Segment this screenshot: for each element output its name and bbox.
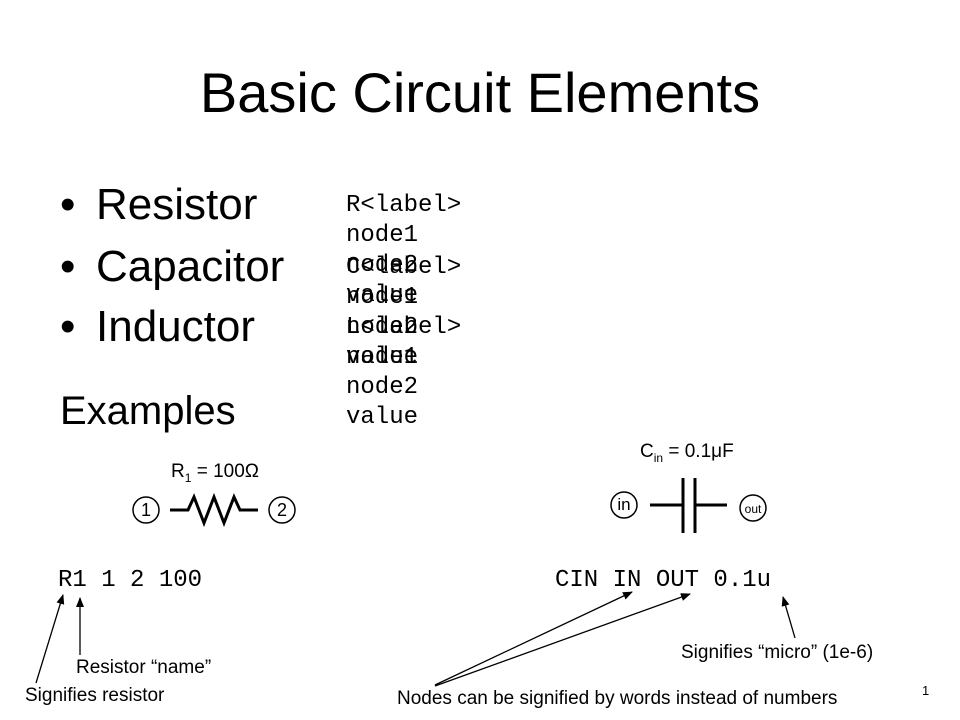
spice-line-capacitor: CIN IN OUT 0.1u — [555, 567, 772, 594]
capacitor-label-value: = 0.1μF — [663, 441, 734, 462]
resistor-node2-circle — [268, 496, 296, 524]
annotation-resistor-name: Resistor “name” — [76, 657, 212, 678]
capacitor-value-label: Cin = 0.1μF — [640, 440, 734, 470]
spice-line-resistor: R1 1 2 100 — [58, 567, 203, 594]
slide-title: Basic Circuit Elements — [199, 61, 761, 124]
resistor-node2-label: 2 — [276, 500, 287, 520]
resistor-zigzag — [170, 492, 258, 528]
capacitor-node-in-label: in — [617, 495, 631, 514]
syntax-resistor: R<label> node1 node2 value — [346, 192, 462, 309]
capacitor-node-in-circle — [610, 491, 638, 519]
bullet-label-inductor: Inductor — [96, 302, 255, 351]
bullet-label-capacitor: Capacitor — [96, 242, 285, 291]
capacitor-label-sub: in — [653, 450, 664, 465]
capacitor-label-main: C — [640, 441, 654, 462]
syntax-capacitor: C<label> node1 node2 value — [346, 254, 462, 371]
capacitor-node-out-circle — [739, 494, 767, 522]
annotation-signifies-micro: Signifies “micro” (1e-6) — [681, 642, 874, 663]
arrow-nodes-out — [434, 593, 691, 687]
resistor-value-label: R1 = 100Ω — [171, 460, 259, 490]
slide-number: 1 — [922, 683, 930, 698]
arrow-micro — [781, 596, 796, 639]
annotation-nodes-words: Nodes can be signified by words instead … — [397, 688, 838, 709]
resistor-label-sub: 1 — [184, 470, 192, 485]
resistor-label-value: = 100Ω — [191, 461, 259, 482]
bullet-dot: • — [60, 302, 76, 351]
bullet-dot: • — [60, 180, 76, 229]
bullet-dot: • — [60, 242, 76, 291]
arrow-signifies-resistor — [35, 594, 65, 684]
capacitor-node-out-label: out — [744, 502, 762, 516]
bullet-label-resistor: Resistor — [96, 180, 258, 229]
annotation-signifies-resistor: Signifies resistor — [25, 685, 165, 706]
syntax-inductor: L<label> node1 node2 value — [346, 314, 462, 431]
resistor-node1-label: 1 — [140, 500, 151, 520]
arrow-nodes-in — [434, 591, 633, 686]
resistor-node1-circle — [132, 496, 160, 524]
examples-heading: Examples — [60, 389, 236, 433]
resistor-label-main: R — [171, 461, 185, 482]
